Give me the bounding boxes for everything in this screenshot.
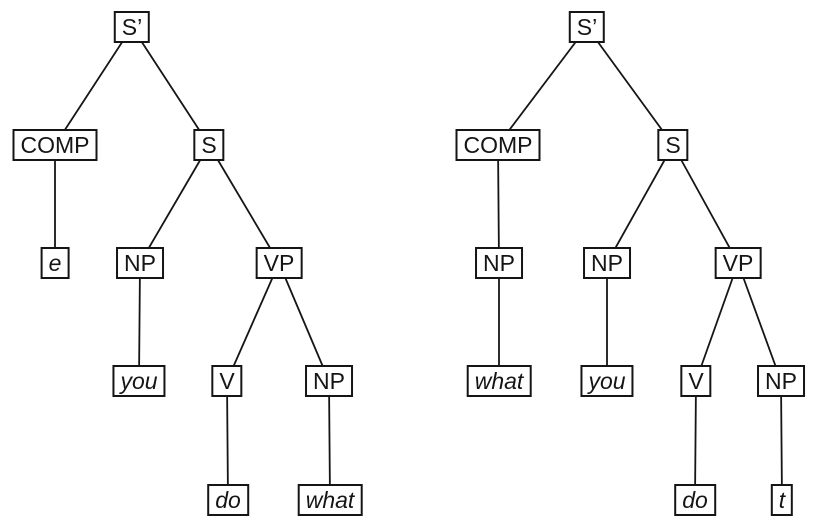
- left-node-np-object: NP: [305, 365, 353, 397]
- left-node-do: do: [207, 484, 249, 516]
- right-tree-edges: [497, 26, 783, 501]
- left-node-np-subject: NP: [116, 247, 164, 279]
- left-node-you: you: [112, 365, 166, 397]
- left-node-e: e: [40, 247, 70, 279]
- right-node-s: S: [657, 129, 689, 161]
- left-node-vp: VP: [255, 247, 303, 279]
- right-node-comp: COMP: [455, 129, 541, 161]
- left-node-s: S: [193, 129, 225, 161]
- left-node-s-bar: S’: [113, 11, 151, 43]
- left-node-v: V: [211, 365, 243, 397]
- right-node-v: V: [680, 365, 712, 397]
- right-node-vp: VP: [714, 247, 762, 279]
- right-node-trace: t: [770, 484, 794, 516]
- right-node-you: you: [580, 365, 634, 397]
- right-node-np-subject: NP: [583, 247, 631, 279]
- left-node-what: what: [297, 484, 363, 516]
- right-node-do: do: [674, 484, 716, 516]
- right-node-s-bar: S’: [568, 11, 606, 43]
- right-node-np-object: NP: [757, 365, 805, 397]
- right-node-np-comp: NP: [475, 247, 523, 279]
- left-node-comp: COMP: [12, 129, 98, 161]
- left-tree-edges: [54, 26, 331, 501]
- right-node-what: what: [466, 365, 532, 397]
